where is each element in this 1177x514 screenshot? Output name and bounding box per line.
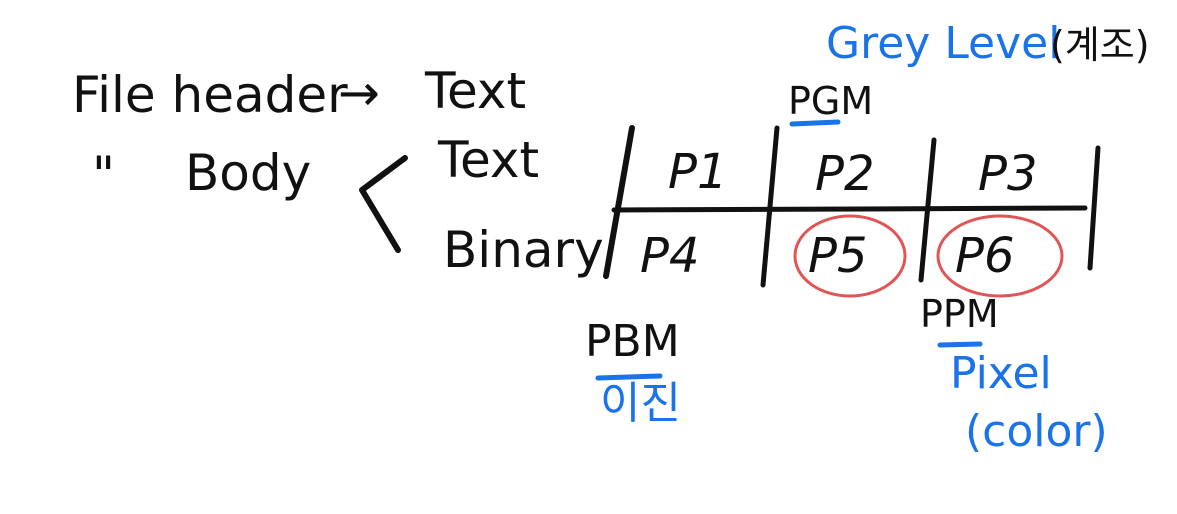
table-divider-1 — [760, 125, 780, 288]
cell-p3: P3 — [978, 146, 1038, 202]
cell-p6: P6 — [955, 228, 1015, 284]
table-left-border — [603, 125, 635, 279]
pbm-underline — [595, 373, 663, 381]
ditto-mark: " — [92, 146, 115, 204]
cell-p5: P5 — [808, 228, 868, 284]
cell-p4: P4 — [640, 228, 700, 284]
pbm-note: 이진 — [600, 378, 681, 429]
body-label: Body — [185, 144, 312, 202]
ppm-note-color: (color) — [965, 406, 1108, 457]
header-format-text: Text — [425, 62, 527, 120]
brace-stroke — [359, 155, 408, 253]
ppm-note-pixel: Pixel — [950, 348, 1052, 399]
pgm-underline — [789, 119, 841, 127]
arrow-symbol: → — [338, 64, 380, 122]
table-right-border — [1087, 145, 1101, 271]
circle-p5 — [793, 214, 907, 298]
cell-p1: P1 — [668, 144, 728, 200]
ppm-underline — [937, 341, 983, 348]
file-header-label: File header — [72, 66, 348, 124]
circle-p6 — [936, 214, 1064, 298]
body-format-text: Text — [438, 131, 540, 189]
grey-level-label: Grey Level — [826, 18, 1061, 69]
body-format-binary: Binary — [443, 221, 604, 279]
pgm-label: PGM — [788, 79, 874, 123]
pbm-label: PBM — [585, 316, 680, 367]
table-row-separator — [611, 205, 1088, 213]
ppm-label: PPM — [920, 292, 999, 336]
grey-level-note: (계조) — [1050, 23, 1150, 67]
cell-p2: P2 — [815, 146, 875, 202]
